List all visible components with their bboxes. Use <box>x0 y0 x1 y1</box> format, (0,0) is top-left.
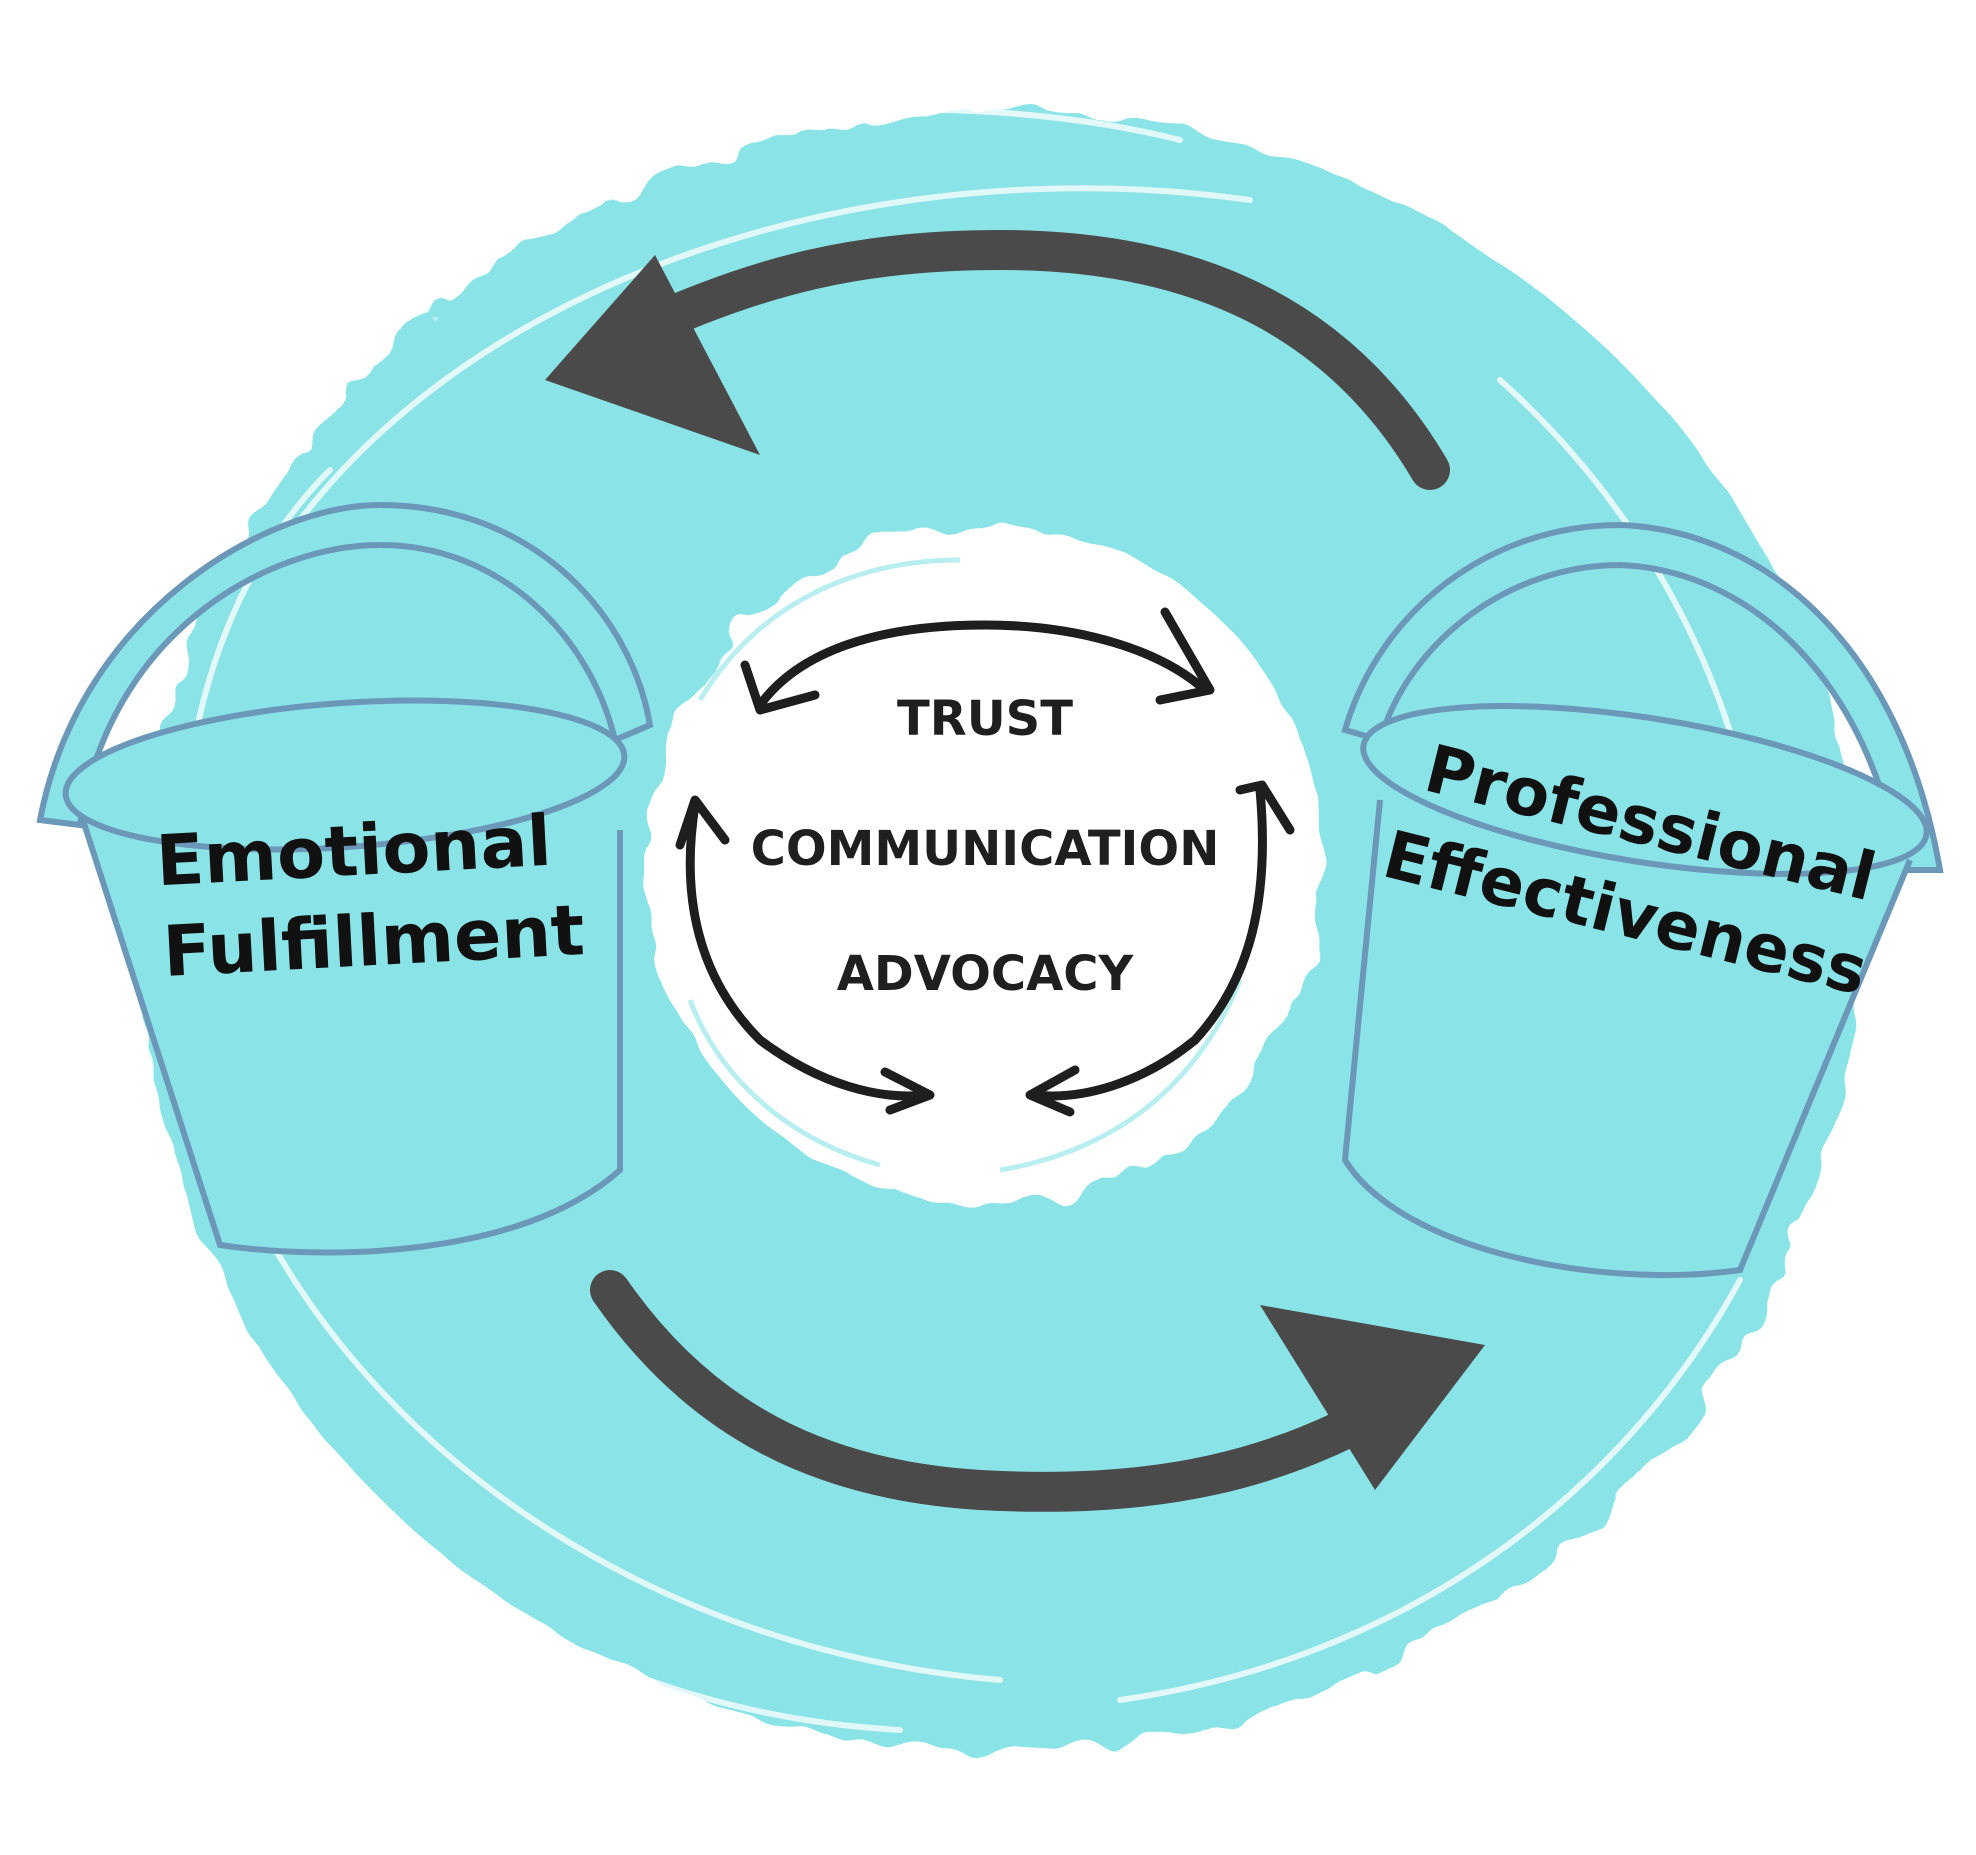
double-arrow-right-icon <box>1025 780 1295 1117</box>
inner-scribbles <box>687 557 1243 1173</box>
label-advocacy: ADVOCACY <box>837 946 1135 1002</box>
ring-scribbles <box>177 106 1772 1733</box>
label-trust: TRUST <box>897 691 1073 747</box>
double-arrow-left-icon <box>675 795 935 1115</box>
curved-arrow-left-icon <box>545 229 1450 490</box>
bucket-icon-left: Emotional Fulfillment <box>36 501 654 1256</box>
small-cycle-arrows <box>675 607 1295 1117</box>
label-communication: COMMUNICATION <box>751 821 1220 877</box>
center-labels: TRUST COMMUNICATION ADVOCACY <box>751 691 1220 1002</box>
bucket-icon-right: Professional Effectiveness <box>1341 521 1944 1279</box>
double-arrow-top-icon <box>740 607 1215 715</box>
curved-arrow-right-icon <box>590 1270 1485 1512</box>
